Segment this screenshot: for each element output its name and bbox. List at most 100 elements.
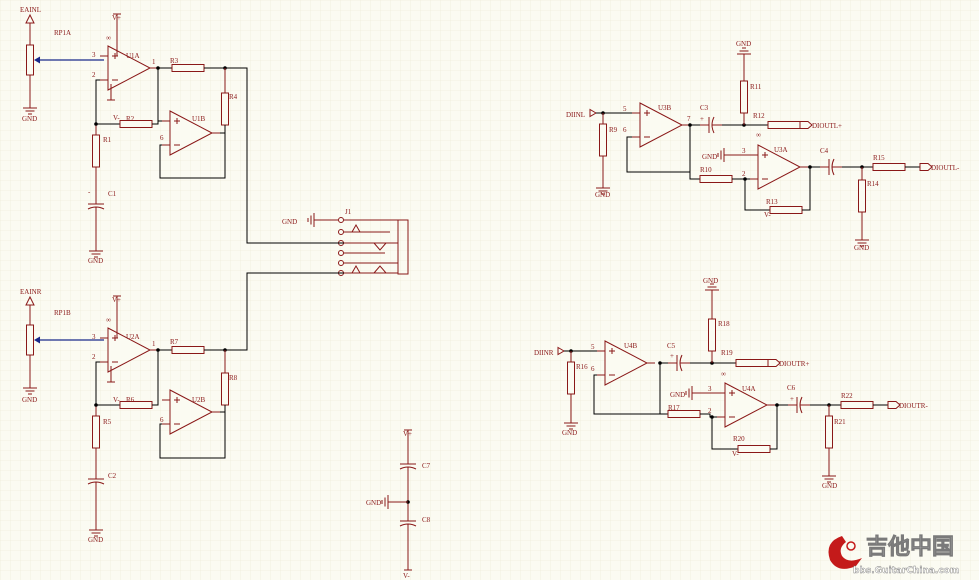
gnd-r14: GND <box>854 244 869 252</box>
pin-3-u3a: 3 <box>742 147 746 155</box>
gnd-r18: GND <box>703 277 718 285</box>
pin-2-u3a: 2 <box>742 170 746 178</box>
net-label-dioutl-neg: DIOUTL- <box>931 164 960 172</box>
vminus-u1a: V- <box>113 114 120 122</box>
label-u1a-top: U1A <box>126 52 140 60</box>
watermark-logo: 吉他中国 bbs.GuitarChina.com <box>828 534 959 576</box>
vplus-c7: V+ <box>403 430 412 438</box>
vplus-u2a: V+ <box>112 296 121 304</box>
label-r8: R8 <box>229 374 238 382</box>
label-r21: R21 <box>834 418 846 426</box>
vminus-u3a: V- <box>764 211 771 219</box>
label-r14: R14 <box>867 180 879 188</box>
label-r4: R4 <box>229 93 238 101</box>
pin-6-u1b: 6 <box>160 134 164 142</box>
label-r2: R2 <box>126 115 135 123</box>
label-r9: R9 <box>609 126 618 134</box>
gnd-u3a: GND <box>702 153 717 161</box>
vplus-u1a: V+ <box>112 14 121 22</box>
gnd-c1: GND <box>88 257 103 265</box>
guitar-logo-icon <box>828 536 862 569</box>
label-c8: C8 <box>422 516 431 524</box>
gnd-c7c8: GND <box>366 499 381 507</box>
left-input-stage: EAINL RP1A GND U1A 3 2 1 V+ ∞ V- R2 R1 C… <box>20 6 335 265</box>
label-r5: R5 <box>103 418 112 426</box>
label-c7: C7 <box>422 462 431 470</box>
net-label-eainl: EAINL <box>20 6 41 14</box>
vminus-u4a: V- <box>732 450 739 458</box>
net-label-dioutl-pos: DIOUTL+ <box>812 122 842 130</box>
label-r12: R12 <box>753 112 765 120</box>
watermark-url: bbs.GuitarChina.com <box>853 566 959 576</box>
connector-j1: GND J1 <box>282 208 409 276</box>
balanced-driver-right: DIINR R16 GND U4B 5 6 C5 + R18 GND R19 D… <box>534 277 928 490</box>
pin-3-u4a: 3 <box>708 385 712 393</box>
pin-3-u1a: 3 <box>92 51 96 59</box>
label-rp1a: RP1A <box>54 29 71 37</box>
net-label-eainr: EAINR <box>20 288 42 296</box>
pin-6-u3b: 6 <box>623 126 627 134</box>
label-u2a: U2A <box>126 333 140 341</box>
gnd-label-rp1b: GND <box>22 396 37 404</box>
gnd-r21: GND <box>822 482 837 490</box>
label-r11: R11 <box>750 83 762 91</box>
pin-5-u4b: 5 <box>591 343 595 351</box>
inf-u2a: ∞ <box>106 316 111 324</box>
pin-2-u2a: 2 <box>92 353 96 361</box>
label-u2b: U2B <box>192 396 206 404</box>
pin-6-u4b: 6 <box>591 365 595 373</box>
inf-u3a: ∞ <box>756 131 761 139</box>
right-input-stage: EAINR RP1B GND U2A 3 2 1 V+ ∞ V- R6 R5 C… <box>20 272 335 544</box>
label-c5: C5 <box>667 342 676 350</box>
net-label-diinr: DIINR <box>534 349 554 357</box>
c6-plus: + <box>790 395 794 403</box>
label-r6: R6 <box>126 396 135 404</box>
gnd-r11: GND <box>736 40 751 48</box>
label-r22: R22 <box>841 392 853 400</box>
balanced-driver-left: DIINL R9 GND U3B 5 6 7 C3 + R11 GND R12 … <box>566 40 960 252</box>
c3-plus: + <box>700 115 704 123</box>
label-c1: C1 <box>108 190 117 198</box>
gnd-r9: GND <box>595 191 610 199</box>
label-r18: R18 <box>718 320 730 328</box>
label-u4b: U4B <box>624 342 638 350</box>
vminus-u2a: V- <box>113 396 120 404</box>
label-r3: R3 <box>170 57 179 65</box>
pin-6-u2b: 6 <box>160 416 164 424</box>
label-r13: R13 <box>766 198 778 206</box>
label-r20: R20 <box>733 435 745 443</box>
label-j1: J1 <box>345 208 352 216</box>
label-c6: C6 <box>787 384 796 392</box>
pin-2-u4a: 2 <box>708 407 712 415</box>
pin-5-u3b: 5 <box>623 105 627 113</box>
net-label-dioutr-neg: DIOUTR- <box>899 402 928 410</box>
net-label-diinl: DIINL <box>566 111 585 119</box>
pin-1-u1a: 1 <box>152 58 156 66</box>
pin-3-u2a: 3 <box>92 333 96 341</box>
pin-2-u1a: 2 <box>92 71 96 79</box>
label-u4a: U4A <box>742 385 756 393</box>
label-rp1b: RP1B <box>54 309 71 317</box>
label-c3: C3 <box>700 104 709 112</box>
net-label-dioutr-pos: DIOUTR+ <box>779 360 809 368</box>
label-u3b: U3B <box>658 104 672 112</box>
label-c4: C4 <box>820 147 829 155</box>
pot-rp1b <box>26 324 34 356</box>
label-r17: R17 <box>668 404 680 412</box>
label-u3a: U3A <box>774 146 788 154</box>
inf-u1a: ∞ <box>106 34 111 42</box>
c1-minus: - <box>88 188 91 196</box>
vminus-c8: V- <box>403 572 410 580</box>
label-r10: R10 <box>700 166 712 174</box>
label-r1: R1 <box>103 136 112 144</box>
label-r15: R15 <box>873 154 885 162</box>
label-c2: C2 <box>108 472 117 480</box>
label-r19: R19 <box>721 349 733 357</box>
gnd-u4a: GND <box>670 391 685 399</box>
label-u1b: U1B <box>192 115 206 123</box>
watermark-name: 吉他中国 <box>866 534 954 560</box>
gnd-c2: GND <box>88 536 103 544</box>
pin-1-u2a: 1 <box>152 340 156 348</box>
